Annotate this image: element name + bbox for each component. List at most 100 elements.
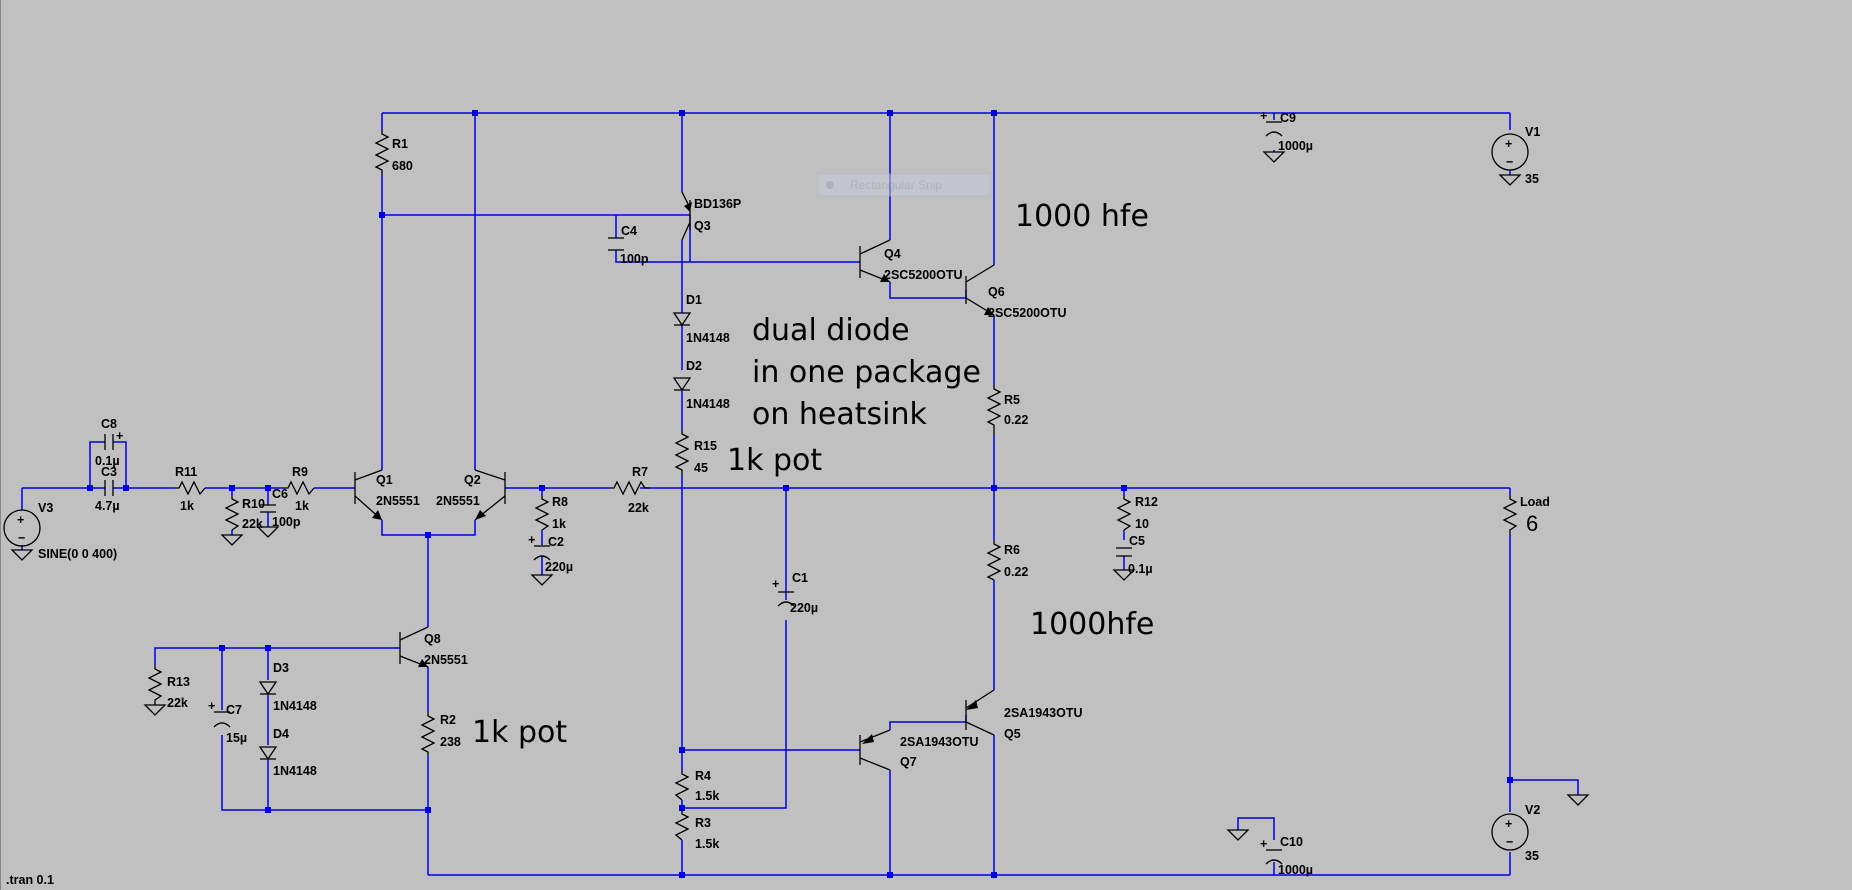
c2-name: C2 xyxy=(548,535,564,549)
c1-value: 220µ xyxy=(790,601,818,615)
r7-name: R7 xyxy=(632,465,648,479)
r6-value: 0.22 xyxy=(1004,565,1028,579)
resistor-r4[interactable]: R4 1.5k xyxy=(674,769,719,803)
note-dual-diode-2: in one package xyxy=(752,355,981,390)
c6-value: 100p xyxy=(272,515,301,529)
transistor-q3[interactable]: BD136P Q3 xyxy=(681,191,741,241)
resistor-r13[interactable]: R13 22k xyxy=(147,665,190,710)
r2-name: R2 xyxy=(440,713,456,727)
r3-value: 1.5k xyxy=(695,837,719,851)
d4-name: D4 xyxy=(273,727,289,741)
c7-value: 15µ xyxy=(226,731,247,745)
resistor-r6[interactable]: R6 0.22 xyxy=(986,540,1028,581)
q4-name: Q4 xyxy=(884,247,901,261)
r11-name: R11 xyxy=(175,465,197,479)
c9-name: C9 xyxy=(1280,111,1296,125)
q6-name: Q6 xyxy=(988,285,1005,299)
resistor-load[interactable]: Load 6 xyxy=(1502,495,1550,536)
transistor-q2[interactable]: Q2 2N5551 xyxy=(436,469,506,521)
r1-name: R1 xyxy=(392,137,408,151)
svg-text:+: + xyxy=(116,429,123,443)
resistor-r10[interactable]: R10 22k xyxy=(224,495,265,531)
c10-value: 1000µ xyxy=(1278,863,1313,877)
transistor-q4[interactable]: Q4 2SC5200OTU xyxy=(859,239,963,283)
svg-text:+: + xyxy=(1260,109,1267,123)
capacitor-c9[interactable]: + C9 1000µ xyxy=(1260,109,1313,153)
v3-value: SINE(0 0 400) xyxy=(38,547,117,561)
c8-value: 0.1µ xyxy=(95,454,120,468)
load-name: Load xyxy=(1520,495,1550,509)
transistor-q8[interactable]: Q8 2N5551 xyxy=(399,626,468,668)
transistor-q7[interactable]: 2SA1943OTU Q7 xyxy=(859,729,979,771)
q5-name: Q5 xyxy=(1004,727,1021,741)
c4-value: 100p xyxy=(620,252,649,266)
capacitor-c2[interactable]: + C2 220µ xyxy=(528,533,573,574)
transistor-q1[interactable]: Q1 2N5551 xyxy=(354,469,420,521)
voltage-source-v1[interactable]: + − V1 35 xyxy=(1491,125,1540,186)
d3-name: D3 xyxy=(273,661,289,675)
d1-name: D1 xyxy=(686,293,702,307)
diode-d2[interactable]: D2 1N4148 xyxy=(672,359,730,411)
q4-value: 2SC5200OTU xyxy=(884,268,963,282)
r12-name: R12 xyxy=(1135,495,1158,509)
v2-value: 35 xyxy=(1525,849,1539,863)
note-dual-diode-1: dual diode xyxy=(752,313,910,348)
resistor-r1[interactable]: R1 680 xyxy=(374,130,413,175)
c1-name: C1 xyxy=(792,571,808,585)
q8-name: Q8 xyxy=(424,632,441,646)
capacitor-c7[interactable]: + C7 15µ xyxy=(208,699,247,745)
capacitor-c8[interactable]: + C8 0.1µ xyxy=(95,417,123,468)
resistor-r15[interactable]: R15 45 xyxy=(674,430,717,475)
r15-value: 45 xyxy=(694,461,708,475)
d4-value: 1N4148 xyxy=(273,764,317,778)
r5-name: R5 xyxy=(1004,393,1020,407)
c3-value: 4.7µ xyxy=(95,499,120,513)
q1-name: Q1 xyxy=(376,473,393,487)
svg-text:+: + xyxy=(208,699,215,713)
transistor-q6[interactable]: Q6 2SC5200OTU xyxy=(965,264,1067,320)
resistor-r5[interactable]: R5 0.22 xyxy=(986,385,1028,435)
voltage-source-v2[interactable]: + − V2 35 xyxy=(1491,803,1540,863)
c7-name: C7 xyxy=(226,703,242,717)
v1-value: 35 xyxy=(1525,172,1539,186)
q6-value: 2SC5200OTU xyxy=(988,306,1067,320)
resistor-r2[interactable]: R2 238 xyxy=(420,712,461,755)
c9-value: 1000µ xyxy=(1278,139,1313,153)
diode-d4[interactable]: D4 1N4148 xyxy=(258,727,317,778)
capacitor-c5[interactable]: C5 0.1µ xyxy=(1116,534,1153,576)
resistor-r12[interactable]: R12 10 xyxy=(1116,495,1158,531)
resistor-r7[interactable]: R7 22k xyxy=(610,465,650,515)
capacitor-c10[interactable]: + C10 1000µ xyxy=(1260,835,1313,877)
diode-d3[interactable]: D3 1N4148 xyxy=(258,661,317,713)
resistor-r3[interactable]: R3 1.5k xyxy=(674,810,719,851)
load-value: 6 xyxy=(1526,511,1538,536)
svg-text:Rectangular Snip: Rectangular Snip xyxy=(850,178,942,192)
rectangular-snip-tooltip: Rectangular Snip xyxy=(817,173,991,197)
q2-value: 2N5551 xyxy=(436,494,480,508)
r8-value: 1k xyxy=(552,517,566,531)
svg-text:+: + xyxy=(17,513,24,527)
diode-d1[interactable]: D1 1N4148 xyxy=(672,293,730,345)
svg-text:+: + xyxy=(1260,837,1267,851)
r15-name: R15 xyxy=(694,439,717,453)
capacitor-c6[interactable]: C6 100p xyxy=(260,487,301,529)
q3-value: BD136P xyxy=(694,197,741,211)
q7-value: 2SA1943OTU xyxy=(900,735,979,749)
d3-value: 1N4148 xyxy=(273,699,317,713)
resistor-r9[interactable]: R9 1k xyxy=(284,465,315,513)
note-pot-r2: 1k pot xyxy=(472,715,567,750)
q2-name: Q2 xyxy=(464,473,481,487)
voltage-source-v3[interactable]: + − V3 SINE(0 0 400) xyxy=(3,501,117,561)
r3-name: R3 xyxy=(695,816,711,830)
capacitor-c4[interactable]: C4 100p xyxy=(608,224,649,266)
resistor-r8[interactable]: R8 1k xyxy=(534,495,568,531)
r4-name: R4 xyxy=(695,769,711,783)
c8-name: C8 xyxy=(101,417,117,431)
resistor-r11[interactable]: R11 1k xyxy=(175,465,206,513)
capacitor-c1[interactable]: + C1 220µ xyxy=(772,571,818,615)
q3-name: Q3 xyxy=(694,219,711,233)
v1-name: V1 xyxy=(1525,125,1540,139)
capacitor-c3[interactable]: C3 4.7µ xyxy=(95,465,120,513)
transistor-q5[interactable]: 2SA1943OTU Q5 xyxy=(965,689,1083,741)
